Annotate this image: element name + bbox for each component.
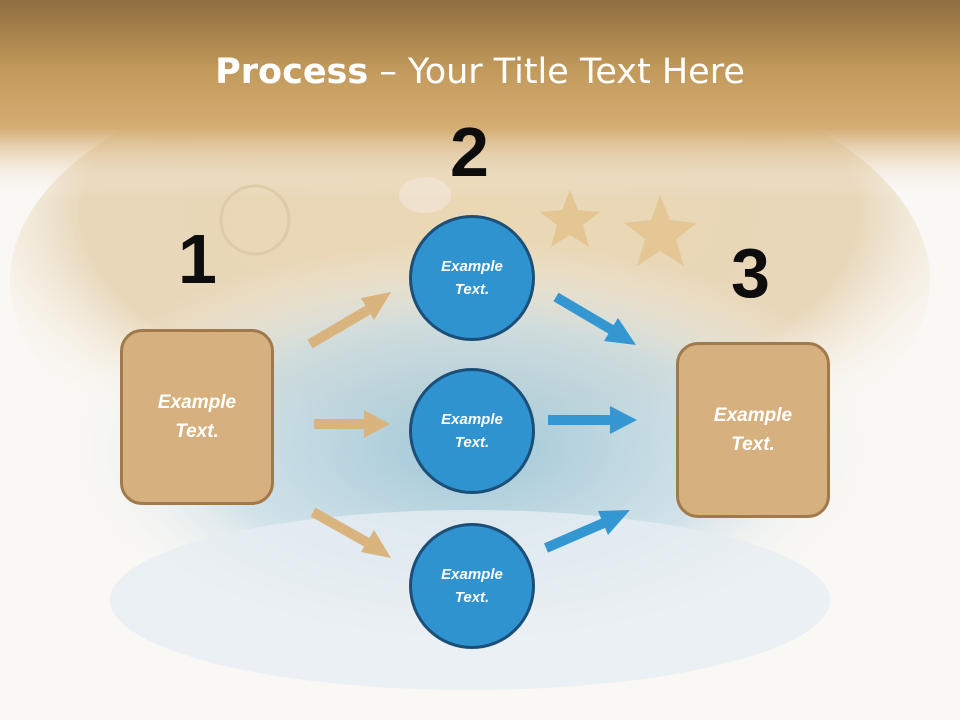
step-number-3: 3 <box>731 234 770 312</box>
circle-middle[interactable]: Example Text. <box>409 368 535 494</box>
right-box[interactable]: Example Text. <box>676 342 830 518</box>
tan-arrow-up <box>307 292 391 349</box>
step-number-1: 1 <box>178 220 217 298</box>
circle-top[interactable]: Example Text. <box>409 215 535 341</box>
circle-bottom[interactable]: Example Text. <box>409 523 535 649</box>
blue-arrow-down <box>553 292 636 345</box>
tan-arrow-middle <box>314 410 390 438</box>
title-bold: Process <box>215 52 369 92</box>
blue-arrow-middle <box>548 406 637 434</box>
title-rest: – Your Title Text Here <box>368 52 745 92</box>
tan-arrow-down <box>310 507 391 558</box>
step-number-2: 2 <box>450 113 489 191</box>
slide-title: Process – Your Title Text Here <box>0 52 960 92</box>
left-box[interactable]: Example Text. <box>120 329 274 505</box>
blue-arrow-up <box>544 510 630 553</box>
